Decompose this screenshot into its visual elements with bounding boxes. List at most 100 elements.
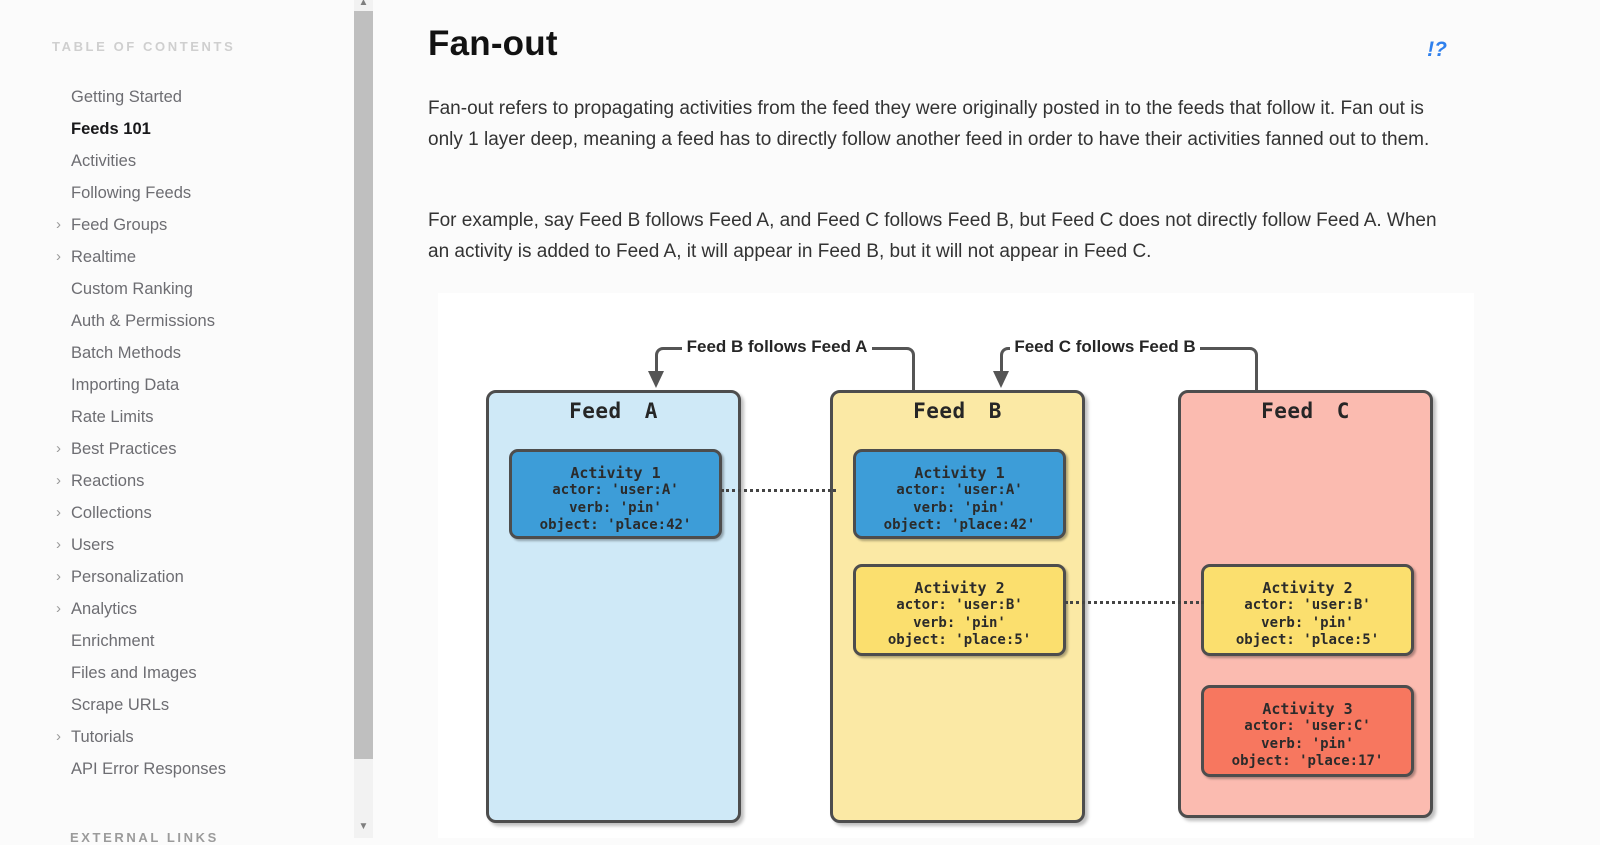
sidebar: TABLE OF CONTENTS Getting Started Feeds … <box>0 0 348 845</box>
follow-label-2: Feed C follows Feed B <box>1014 337 1196 356</box>
sidebar-item-label: Realtime <box>71 248 137 266</box>
scrollbar-thumb[interactable] <box>354 11 373 759</box>
follow-line-left-1 <box>655 347 682 372</box>
chevron-right-icon: › <box>56 568 61 585</box>
sidebar-item-collections[interactable]: › Collections <box>0 497 348 529</box>
activity-line: object: 'place:5' <box>887 632 1032 648</box>
activity-line: actor: 'user:B' <box>1244 597 1371 613</box>
follow-line-right-2 <box>1200 347 1258 390</box>
feed-a-activity-1: Activity 1 actor: 'user:A' verb: 'pin' o… <box>509 449 722 539</box>
activity-title: Activity 2 <box>914 579 1005 597</box>
feed-b-activity-2: Activity 2 actor: 'user:B' verb: 'pin' o… <box>853 564 1066 656</box>
activity-line: object: 'place:42' <box>539 517 692 533</box>
activity-line: object: 'place:17' <box>1231 753 1384 769</box>
chevron-right-icon: › <box>56 216 61 233</box>
activity-line: verb: 'pin' <box>569 499 662 516</box>
feed-b-activity-1: Activity 1 actor: 'user:A' verb: 'pin' o… <box>853 449 1066 539</box>
activity-title: Activity 2 <box>1262 579 1353 597</box>
feedback-icon[interactable]: !? <box>1427 38 1447 61</box>
feed-b-title: Feed B <box>913 399 1002 423</box>
page-title: Fan-out <box>428 24 558 63</box>
activity-line: verb: 'pin' <box>1261 614 1354 631</box>
sidebar-item-label: Importing Data <box>71 376 180 394</box>
sidebar-item-label: Users <box>71 536 115 554</box>
sidebar-item-analytics[interactable]: ›Analytics <box>0 593 348 625</box>
scroll-down-icon[interactable]: ▼ <box>358 821 369 832</box>
follow-line-right-1 <box>872 347 915 390</box>
sidebar-item-label: Personalization <box>71 568 184 586</box>
sidebar-item-realtime[interactable]: › Realtime <box>0 241 348 273</box>
sidebar-item-label: Reactions <box>71 472 145 490</box>
sidebar-item-enrichment[interactable]: Enrichment <box>0 625 348 657</box>
scroll-up-icon[interactable]: ▲ <box>358 0 369 8</box>
sidebar-item-label: Collections <box>71 504 152 522</box>
sidebar-item-label: Activities <box>71 152 137 170</box>
sidebar-item-api-error-responses[interactable]: API Error Responses <box>0 753 348 785</box>
sidebar-item-auth-permissions[interactable]: Auth & Permissions <box>0 305 348 337</box>
chevron-right-icon: › <box>56 248 61 265</box>
activity-line: actor: 'user:A' <box>896 482 1023 498</box>
follow-label-1: Feed B follows Feed A <box>686 337 868 356</box>
toc-list: Getting Started Feeds 101 Activities Fol… <box>0 81 348 785</box>
activity-line: actor: 'user:C' <box>1244 718 1371 734</box>
sidebar-scrollbar[interactable]: ▲ ▼ <box>354 0 373 838</box>
activity-line: actor: 'user:B' <box>896 597 1023 613</box>
sidebar-item-label: Enrichment <box>71 632 155 650</box>
sidebar-item-label: API Error Responses <box>71 760 226 778</box>
activity-line: object: 'place:5' <box>1235 632 1380 648</box>
chevron-right-icon: › <box>56 728 61 745</box>
sidebar-item-label: Scrape URLs <box>71 696 170 714</box>
feed-a-box: Feed A Activity 1 actor: 'user:A' verb: … <box>486 390 741 823</box>
feed-c-box: Feed C Activity 2 actor: 'user:B' verb: … <box>1178 390 1433 818</box>
fanout-dotted-link-2 <box>1065 601 1204 604</box>
fanout-diagram: Feed B follows Feed A Feed C follows Fee… <box>438 293 1474 838</box>
sidebar-item-personalization[interactable]: › Personalization <box>0 561 348 593</box>
sidebar-item-tutorials[interactable]: › Tutorials <box>0 721 348 753</box>
chevron-right-icon: › <box>56 600 61 617</box>
sidebar-item-label: Getting Started <box>71 88 182 106</box>
sidebar-item-feeds-101[interactable]: Feeds 101 <box>0 113 348 145</box>
intro-paragraph: Fan-out refers to propagating activities… <box>428 98 1430 150</box>
sidebar-item-files-and-images[interactable]: Files and Images <box>0 657 348 689</box>
activity-title: Activity 3 <box>1262 700 1353 718</box>
activity-line: object: 'place:42' <box>883 517 1036 533</box>
activity-title: Activity 1 <box>570 464 661 482</box>
activity-line: actor: 'user:A' <box>552 482 679 498</box>
feed-c-title: Feed C <box>1261 399 1350 423</box>
sidebar-item-feed-groups[interactable]: › Feed Groups <box>0 209 348 241</box>
arrow-down-icon <box>648 371 664 388</box>
toc-header: TABLE OF CONTENTS <box>52 39 236 54</box>
sidebar-item-label: Auth & Permissions <box>71 312 215 330</box>
feed-c-activity-2: Activity 2 actor: 'user:B' verb: 'pin' o… <box>1201 564 1414 656</box>
activity-line: verb: 'pin' <box>913 614 1006 631</box>
sidebar-item-label: Custom Ranking <box>71 280 193 298</box>
chevron-right-icon: › <box>56 472 61 489</box>
sidebar-item-getting-started[interactable]: Getting Started <box>0 81 348 113</box>
chevron-right-icon: › <box>56 536 61 553</box>
feed-c-activity-3: Activity 3 actor: 'user:C' verb: 'pin' o… <box>1201 685 1414 777</box>
sidebar-item-scrape-urls[interactable]: Scrape URLs <box>0 689 348 721</box>
sidebar-item-reactions[interactable]: › Reactions <box>0 465 348 497</box>
sidebar-item-users[interactable]: › Users <box>0 529 348 561</box>
sidebar-item-best-practices[interactable]: ›Best Practices <box>0 433 348 465</box>
activity-line: verb: 'pin' <box>1261 735 1354 752</box>
sidebar-item-rate-limits[interactable]: Rate Limits <box>0 401 348 433</box>
sidebar-item-label: Batch Methods <box>71 344 182 362</box>
sidebar-item-label: Feed Groups <box>71 216 168 234</box>
arrow-down-icon <box>993 371 1009 388</box>
sidebar-item-label: Files and Images <box>71 664 197 682</box>
sidebar-item-label: Rate Limits <box>71 408 154 426</box>
sidebar-item-following-feeds[interactable]: Following Feeds <box>0 177 348 209</box>
feed-a-title: Feed A <box>569 399 658 423</box>
sidebar-item-label: Tutorials <box>71 728 134 746</box>
sidebar-item-importing-data[interactable]: Importing Data <box>0 369 348 401</box>
sidebar-item-custom-ranking[interactable]: Custom Ranking <box>0 273 348 305</box>
sidebar-item-batch-methods[interactable]: Batch Methods <box>0 337 348 369</box>
sidebar-item-label: Feeds 101 <box>71 120 151 138</box>
chevron-right-icon: › <box>56 504 61 521</box>
sidebar-item-activities[interactable]: Activities <box>0 145 348 177</box>
follow-line-left-2 <box>1000 347 1010 372</box>
chevron-right-icon: › <box>56 440 61 457</box>
feed-b-box: Feed B Activity 1 actor: 'user:A' verb: … <box>830 390 1085 823</box>
